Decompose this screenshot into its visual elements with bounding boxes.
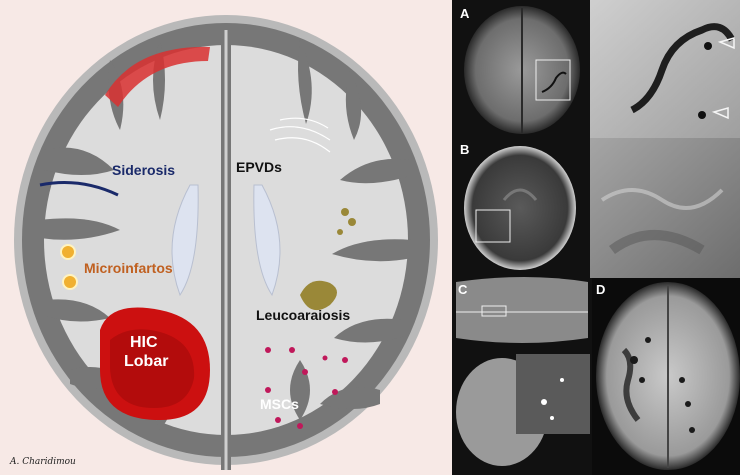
- leucoaraiosis-dot: [337, 229, 343, 235]
- label-lobar: Lobar: [124, 353, 168, 370]
- panel-letter-c: C: [458, 282, 468, 297]
- author-credit: A. Charidimou: [10, 457, 76, 467]
- brain-schematic: Siderosis EPVDs Microinfartos Leucoaraio…: [0, 0, 452, 475]
- label-mscs: MSCs: [260, 396, 299, 412]
- panel-letter-b: B: [460, 142, 469, 157]
- panel-c-sagittal: [456, 277, 588, 343]
- leucoaraiosis-dot: [341, 208, 349, 216]
- label-siderosis: Siderosis: [112, 162, 175, 178]
- label-epvds: EPVDs: [236, 159, 282, 175]
- panel-b-brain: [464, 146, 576, 270]
- microinfarct-dot: [61, 245, 75, 259]
- label-microinfarcts: Microinfartos: [84, 260, 173, 276]
- microinfarct-dot: [63, 275, 77, 289]
- panel-letter-d: D: [596, 282, 605, 297]
- panel-letter-a: A: [460, 6, 470, 21]
- label-leucoaraiosis: Leucoaraiosis: [256, 307, 350, 323]
- panel-c-zoom: [516, 354, 590, 434]
- panel-b-zoom: [590, 138, 740, 278]
- leucoaraiosis-dot: [348, 218, 356, 226]
- label-hic: HIC: [130, 334, 158, 351]
- mri-panels: A B C D: [452, 0, 740, 475]
